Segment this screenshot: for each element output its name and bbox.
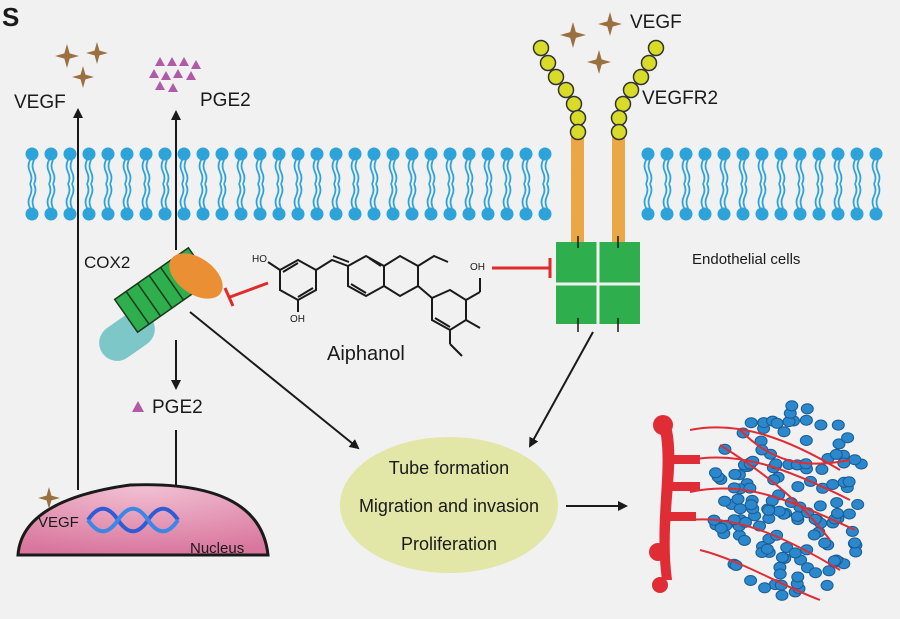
- dna-helix-icon: [86, 506, 180, 534]
- tumor-vessel-icon: [649, 400, 868, 601]
- cell-membrane: [25, 147, 883, 221]
- vegf-label-left: VEGF: [14, 92, 66, 113]
- aiphanol-structure-icon: [267, 254, 481, 357]
- ho-label: HO: [252, 254, 267, 265]
- vegfr2-receptor: [532, 39, 665, 332]
- vegf-label-nucleus: VEGF: [38, 514, 79, 531]
- inhibit-vegfr2-line: [492, 258, 552, 278]
- vegf-label-right: VEGF: [630, 12, 682, 33]
- cox2-enzyme: [99, 246, 223, 361]
- cox2-label: COX2: [84, 253, 130, 272]
- vegf-star-icon: [560, 12, 622, 74]
- pge2-triangle-icon: [149, 57, 201, 92]
- pge2-label-mid: PGE2: [152, 397, 203, 418]
- nucleus-label: Nucleus: [190, 540, 244, 557]
- vegfr2-label: VEGFR2: [642, 88, 718, 109]
- outcome-proliferation: Proliferation: [401, 534, 497, 554]
- nucleus: [16, 483, 270, 557]
- outcome-oval: [340, 437, 558, 573]
- outcome-tube-formation: Tube formation: [389, 458, 509, 478]
- oh-label-right: OH: [470, 262, 485, 273]
- inhibit-cox2-line: [223, 281, 269, 307]
- oh-label-bottom: OH: [290, 314, 305, 325]
- endothelial-label: Endothelial cells: [692, 251, 800, 268]
- vegf-star-icon: [55, 42, 108, 88]
- pge2-label-top: PGE2: [200, 90, 251, 111]
- arrow-vegfr2-to-outcomes: [529, 331, 594, 448]
- panel-label: S: [2, 2, 19, 32]
- aiphanol-label: Aiphanol: [327, 343, 405, 365]
- outcome-migration: Migration and invasion: [359, 496, 539, 516]
- pge2-triangle-icon: [132, 401, 144, 412]
- arrow-cox2-to-outcomes: [189, 311, 360, 450]
